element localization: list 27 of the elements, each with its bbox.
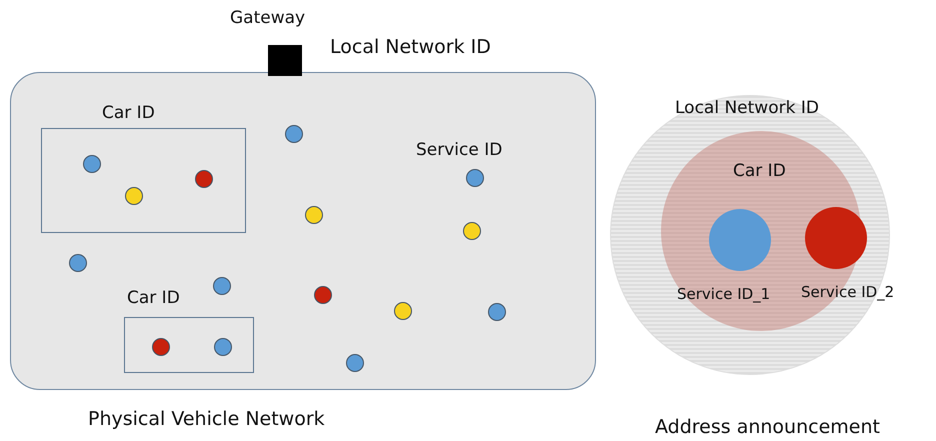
service-dot <box>69 254 87 272</box>
service-dot <box>213 277 231 295</box>
service-dot <box>214 338 232 356</box>
service-id-label: Service ID_1 <box>677 285 770 303</box>
service-id-label: Service ID_2 <box>801 283 894 301</box>
service-dot <box>195 170 213 188</box>
network-area <box>10 72 596 390</box>
service-dot <box>314 286 332 304</box>
service-dot <box>488 303 506 321</box>
service-dot <box>463 222 481 240</box>
car-id-label: Car ID <box>733 161 786 181</box>
node-label: Local Network ID <box>330 36 491 58</box>
service-dot <box>466 169 484 187</box>
car-id-label: Car ID <box>127 288 180 308</box>
service-dot <box>152 338 170 356</box>
service-id-label: Service ID <box>416 140 502 160</box>
service-dot <box>83 155 101 173</box>
car-id-label: Car ID <box>102 103 155 123</box>
service-dot <box>346 354 364 372</box>
network-id-label: Local Network ID <box>675 98 819 118</box>
node-label: Address announcement <box>655 416 880 438</box>
gateway-label: Gateway <box>230 8 306 28</box>
service-dot <box>394 302 412 320</box>
node-label: Physical Vehicle Network <box>88 408 325 430</box>
service-dot <box>125 187 143 205</box>
service-dot <box>285 125 303 143</box>
service-dot <box>305 206 323 224</box>
